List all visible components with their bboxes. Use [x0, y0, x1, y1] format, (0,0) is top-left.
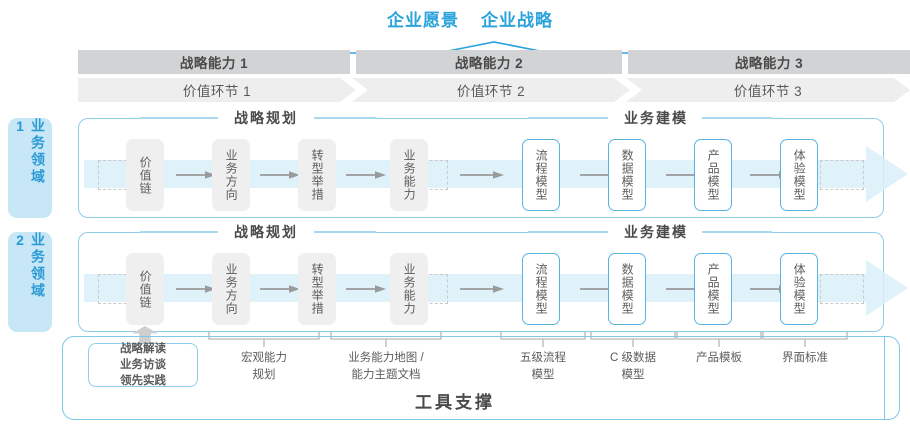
top-title-vision: 企业愿景: [387, 10, 459, 30]
row-1-dash-end: [820, 160, 864, 190]
row-2-step-business-direction[interactable]: 业务方向: [212, 253, 250, 325]
capability-cell-2[interactable]: 战略能力 2: [356, 50, 622, 74]
annotation-ui-standard: 界面标准: [782, 352, 828, 364]
value-cell-2[interactable]: 价值环节 2: [352, 78, 630, 102]
row-1-right-rule-a: [528, 117, 612, 119]
row-2-step-process-model[interactable]: 流程模型: [522, 253, 560, 325]
value-cell-3[interactable]: 价值环节 3: [626, 78, 910, 102]
top-titles: 企业愿景 企业战略: [330, 4, 610, 32]
annotation-macro-capability: 宏观能力 规划: [241, 352, 287, 381]
tool-support-title: 工具支撑: [415, 393, 495, 412]
row-1-step-data-model[interactable]: 数据模型: [608, 139, 646, 211]
row-2-connector-3: [346, 285, 386, 293]
row-1-connector-3: [346, 171, 386, 179]
row-2-step-data-model[interactable]: 数据模型: [608, 253, 646, 325]
bracket-macro-capability: [208, 332, 320, 347]
value-cell-1[interactable]: 价值环节 1: [78, 78, 356, 102]
row-1-section-title-right: 业务建模: [608, 108, 704, 128]
row-2-step-transformation[interactable]: 转型举措: [298, 253, 336, 325]
capability-cell-3[interactable]: 战略能力 3: [628, 50, 910, 74]
row-1-left-rule-a: [140, 117, 220, 119]
row-2-left-rule-b: [314, 231, 376, 233]
bracket-process-model: [500, 332, 586, 347]
row-1-connector-4: [460, 171, 504, 179]
row-2-step-value-chain[interactable]: 价值链: [126, 253, 164, 325]
capability-cell-1[interactable]: 战略能力 1: [78, 50, 350, 74]
top-title-strategy: 企业战略: [481, 10, 553, 30]
bracket-product-template: [676, 332, 762, 347]
row-2-right-rule-a: [528, 231, 612, 233]
footer-right-divider: [884, 336, 886, 420]
annotation-capability-map: 业务能力地图 / 能力主题文档: [348, 352, 424, 381]
domain-label-2[interactable]: 业务领域 2: [8, 232, 52, 332]
row-1-connector-2: [260, 171, 300, 179]
value-header-row: 价值环节 1 价值环节 2 价值环节 3: [78, 78, 910, 102]
bracket-capability-map: [330, 332, 442, 347]
annotation-product-template: 产品模板: [696, 352, 742, 364]
row-1-step-experience-model[interactable]: 体验模型: [780, 139, 818, 211]
row-2-step-capability[interactable]: 业务能力: [390, 253, 428, 325]
row-1-step-product-model[interactable]: 产品模型: [694, 139, 732, 211]
annotation-strategy-inputs[interactable]: 战略解读 业务访谈 领先实践: [88, 343, 198, 387]
row-1-left-rule-b: [314, 117, 376, 119]
domain-label-1[interactable]: 业务领域 1: [8, 118, 52, 218]
row-1-step-transformation[interactable]: 转型举措: [298, 139, 336, 211]
row-2-right-rule-b: [702, 231, 772, 233]
annotation-data-model: C 级数据 模型: [610, 352, 656, 381]
row-2-connector-1: [176, 285, 216, 293]
row-1-step-business-direction[interactable]: 业务方向: [212, 139, 250, 211]
row-2-section-title-left: 战略规划: [218, 222, 314, 242]
row-1-step-capability[interactable]: 业务能力: [390, 139, 428, 211]
tool-support-panel: [62, 336, 900, 420]
annotation-process-model: 五级流程 模型: [520, 352, 566, 381]
row-1-step-value-chain[interactable]: 价值链: [126, 139, 164, 211]
row-1-section-title-left: 战略规划: [218, 108, 314, 128]
row-2-step-product-model[interactable]: 产品模型: [694, 253, 732, 325]
row-2-dash-end: [820, 274, 864, 304]
row-2-step-experience-model[interactable]: 体验模型: [780, 253, 818, 325]
bracket-data-model: [590, 332, 676, 347]
row-2-left-rule-a: [140, 231, 220, 233]
row-1-step-process-model[interactable]: 流程模型: [522, 139, 560, 211]
capability-header-row: 战略能力 1 战略能力 2 战略能力 3: [78, 50, 910, 74]
bracket-ui-standard: [762, 332, 848, 347]
row-1-right-rule-b: [702, 117, 772, 119]
row-2-connector-4: [460, 285, 504, 293]
row-1-connector-1: [176, 171, 216, 179]
row-2-section-title-right: 业务建模: [608, 222, 704, 242]
row-2-connector-2: [260, 285, 300, 293]
